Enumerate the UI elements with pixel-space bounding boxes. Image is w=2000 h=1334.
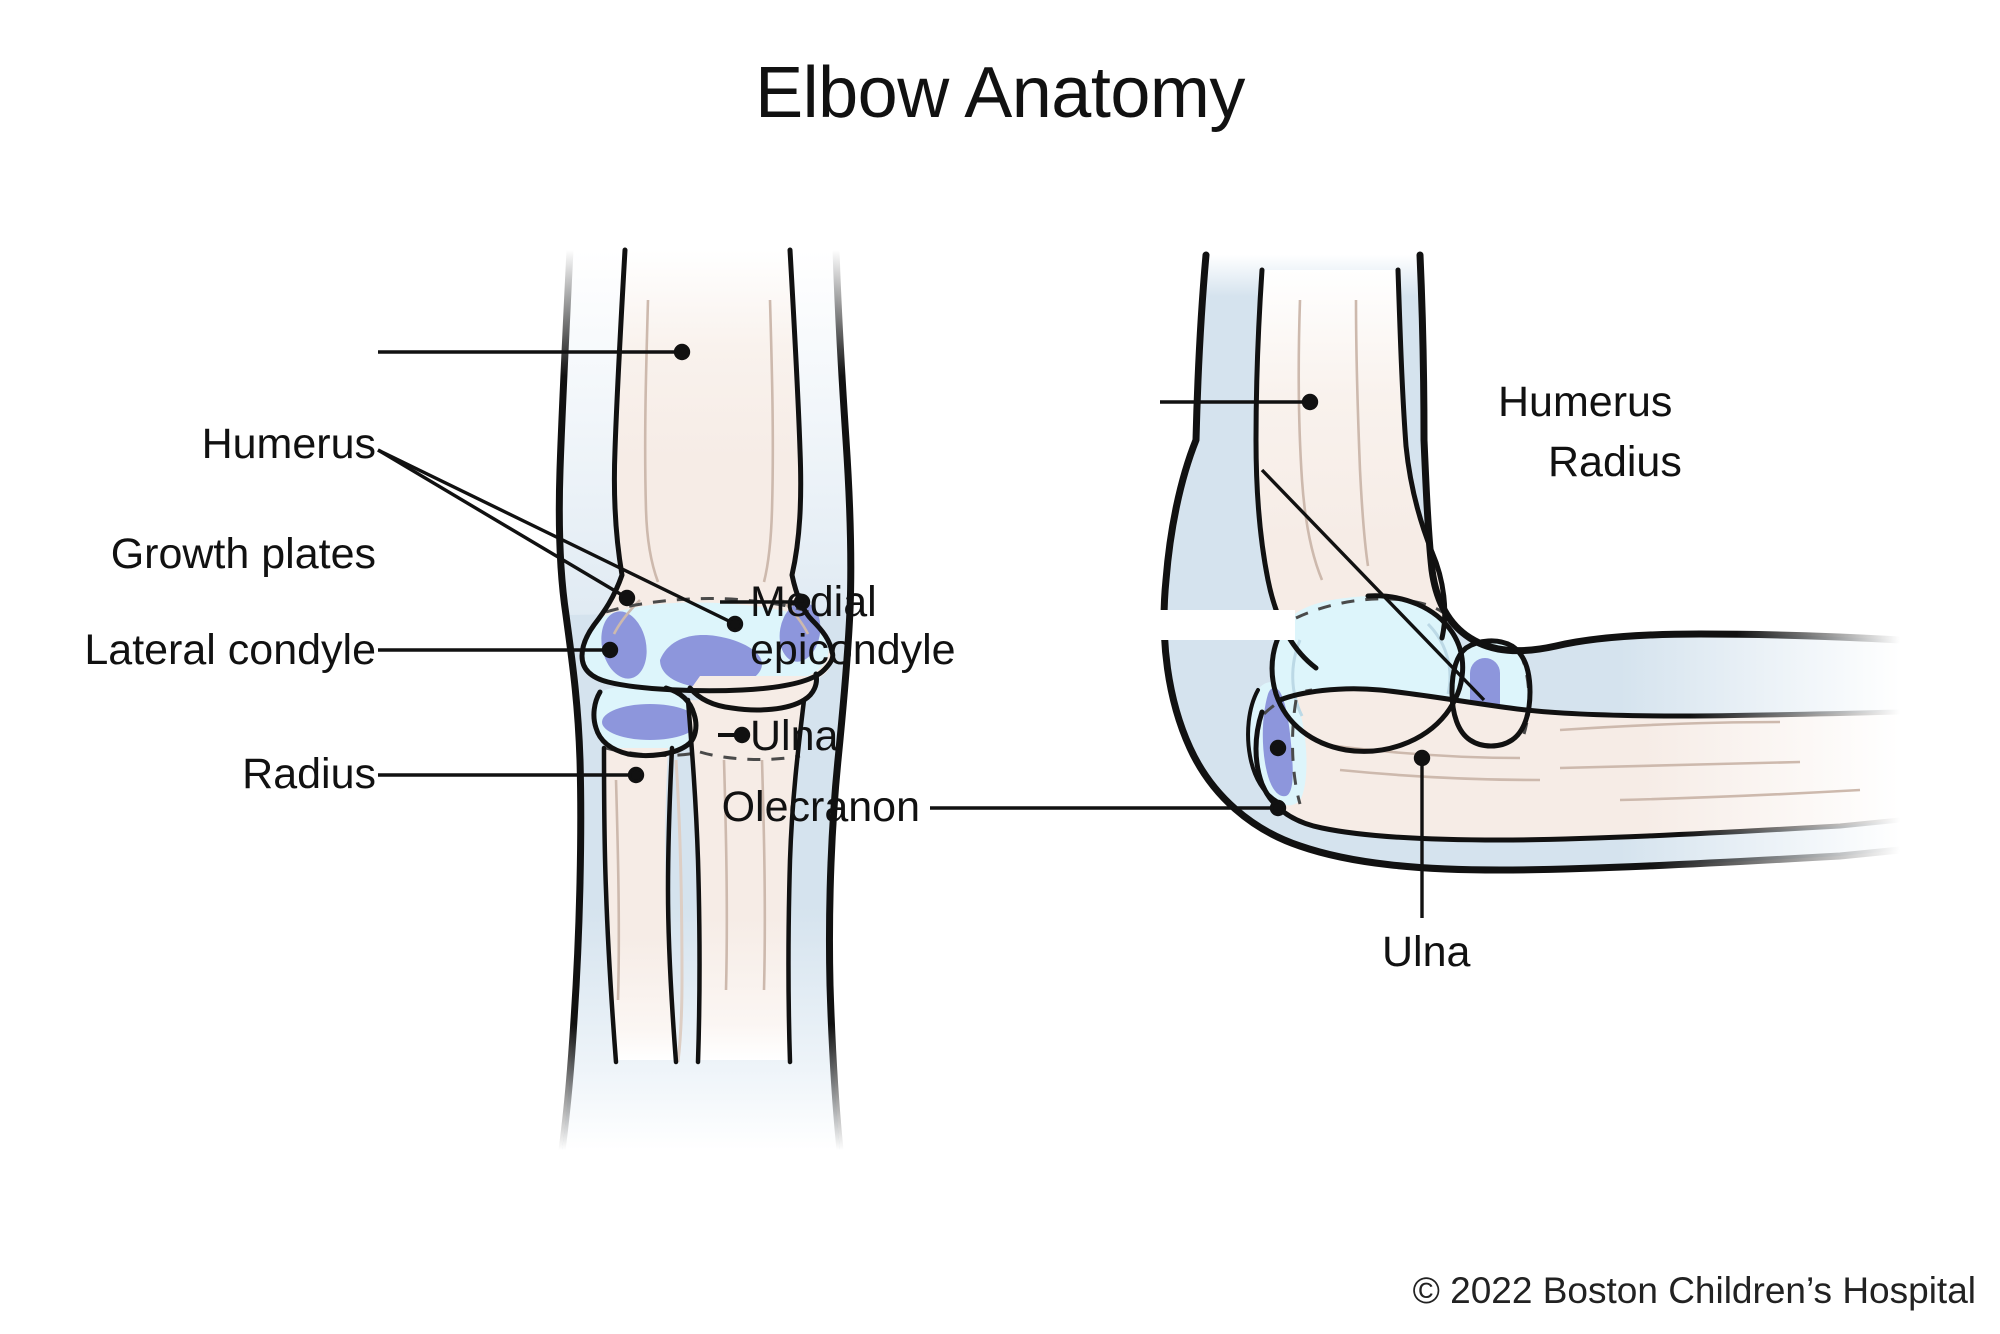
- front-soft-tissue-upper: [559, 250, 851, 1150]
- label-radius-side: Radius: [1548, 438, 1682, 486]
- ulna-leader-front-view: [718, 726, 751, 744]
- leader-dot-ulna-side: [1413, 749, 1431, 767]
- side-distal-humerus-cartilage: [1272, 595, 1463, 752]
- leader-dot-olecranon-side: [1269, 739, 1287, 757]
- side-humerus: [1256, 270, 1445, 689]
- label-ulna-side: Ulna: [1382, 928, 1471, 976]
- label-humerus-side: Humerus: [1498, 378, 1673, 426]
- leader-dot-humerus-side: [1301, 393, 1319, 411]
- front-growth-plate-radius: [602, 704, 698, 740]
- front-radial-head-cartilage: [595, 685, 695, 754]
- side-outlines: [1160, 251, 1904, 874]
- side-soft-tissue-upper-fade: [1200, 255, 1424, 330]
- front-soft-tissue-lower: [562, 610, 850, 1150]
- front-growth-plate-central: [660, 635, 762, 688]
- side-olecranon-leader-final: [930, 799, 1287, 817]
- label-ulna-front: Ulna: [750, 712, 839, 760]
- front-ulna-proximal: [690, 676, 815, 710]
- side-soft-tissue: [1164, 440, 1900, 870]
- front-outlines: [555, 246, 855, 1154]
- leader-growth-plate-2: [377, 448, 736, 626]
- leader-dot-growth-plate-1: [618, 589, 636, 607]
- label-growth-plates: Growth plates: [110, 530, 376, 578]
- copyright-notice: © 2022 Boston Children’s Hospital: [1412, 1270, 1976, 1311]
- leader-dot-lateral-condyle: [601, 641, 619, 659]
- leader-dot-humerus: [673, 343, 691, 361]
- leader-radius-side: [1260, 468, 1486, 702]
- front-humerus-shaft: [614, 250, 801, 575]
- side-bone-texture-lines: [1297, 299, 1861, 802]
- front-view-group: [377, 246, 855, 1154]
- front-leader-lines: [377, 343, 811, 784]
- side-olecranon-cartilage: [1248, 682, 1307, 806]
- side-ulna: [1256, 688, 1900, 840]
- label-medial-epicondyle: Medial epicondyle: [750, 578, 956, 675]
- label-radius-front: Radius: [242, 750, 376, 798]
- side-cartilage-shading: [1291, 622, 1452, 717]
- side-growth-plate-radius: [1470, 658, 1500, 730]
- leader-dot-growth-plate-2: [726, 615, 744, 633]
- leader-dot-radius: [627, 766, 645, 784]
- label-lateral-condyle: Lateral condyle: [84, 626, 376, 674]
- label-olecranon-side: Olecranon: [721, 783, 920, 831]
- leader-growth-plate-1: [377, 448, 628, 600]
- side-dashed-contours: [1262, 597, 1531, 805]
- label-humerus-front: Humerus: [201, 420, 376, 468]
- side-soft-tissue-upper: [1196, 330, 1424, 440]
- front-growth-plate-lateral: [601, 611, 647, 679]
- side-radial-head-cartilage: [1452, 640, 1530, 746]
- side-growth-plate-olecranon: [1262, 687, 1293, 797]
- page-title: Elbow Anatomy: [755, 53, 1245, 133]
